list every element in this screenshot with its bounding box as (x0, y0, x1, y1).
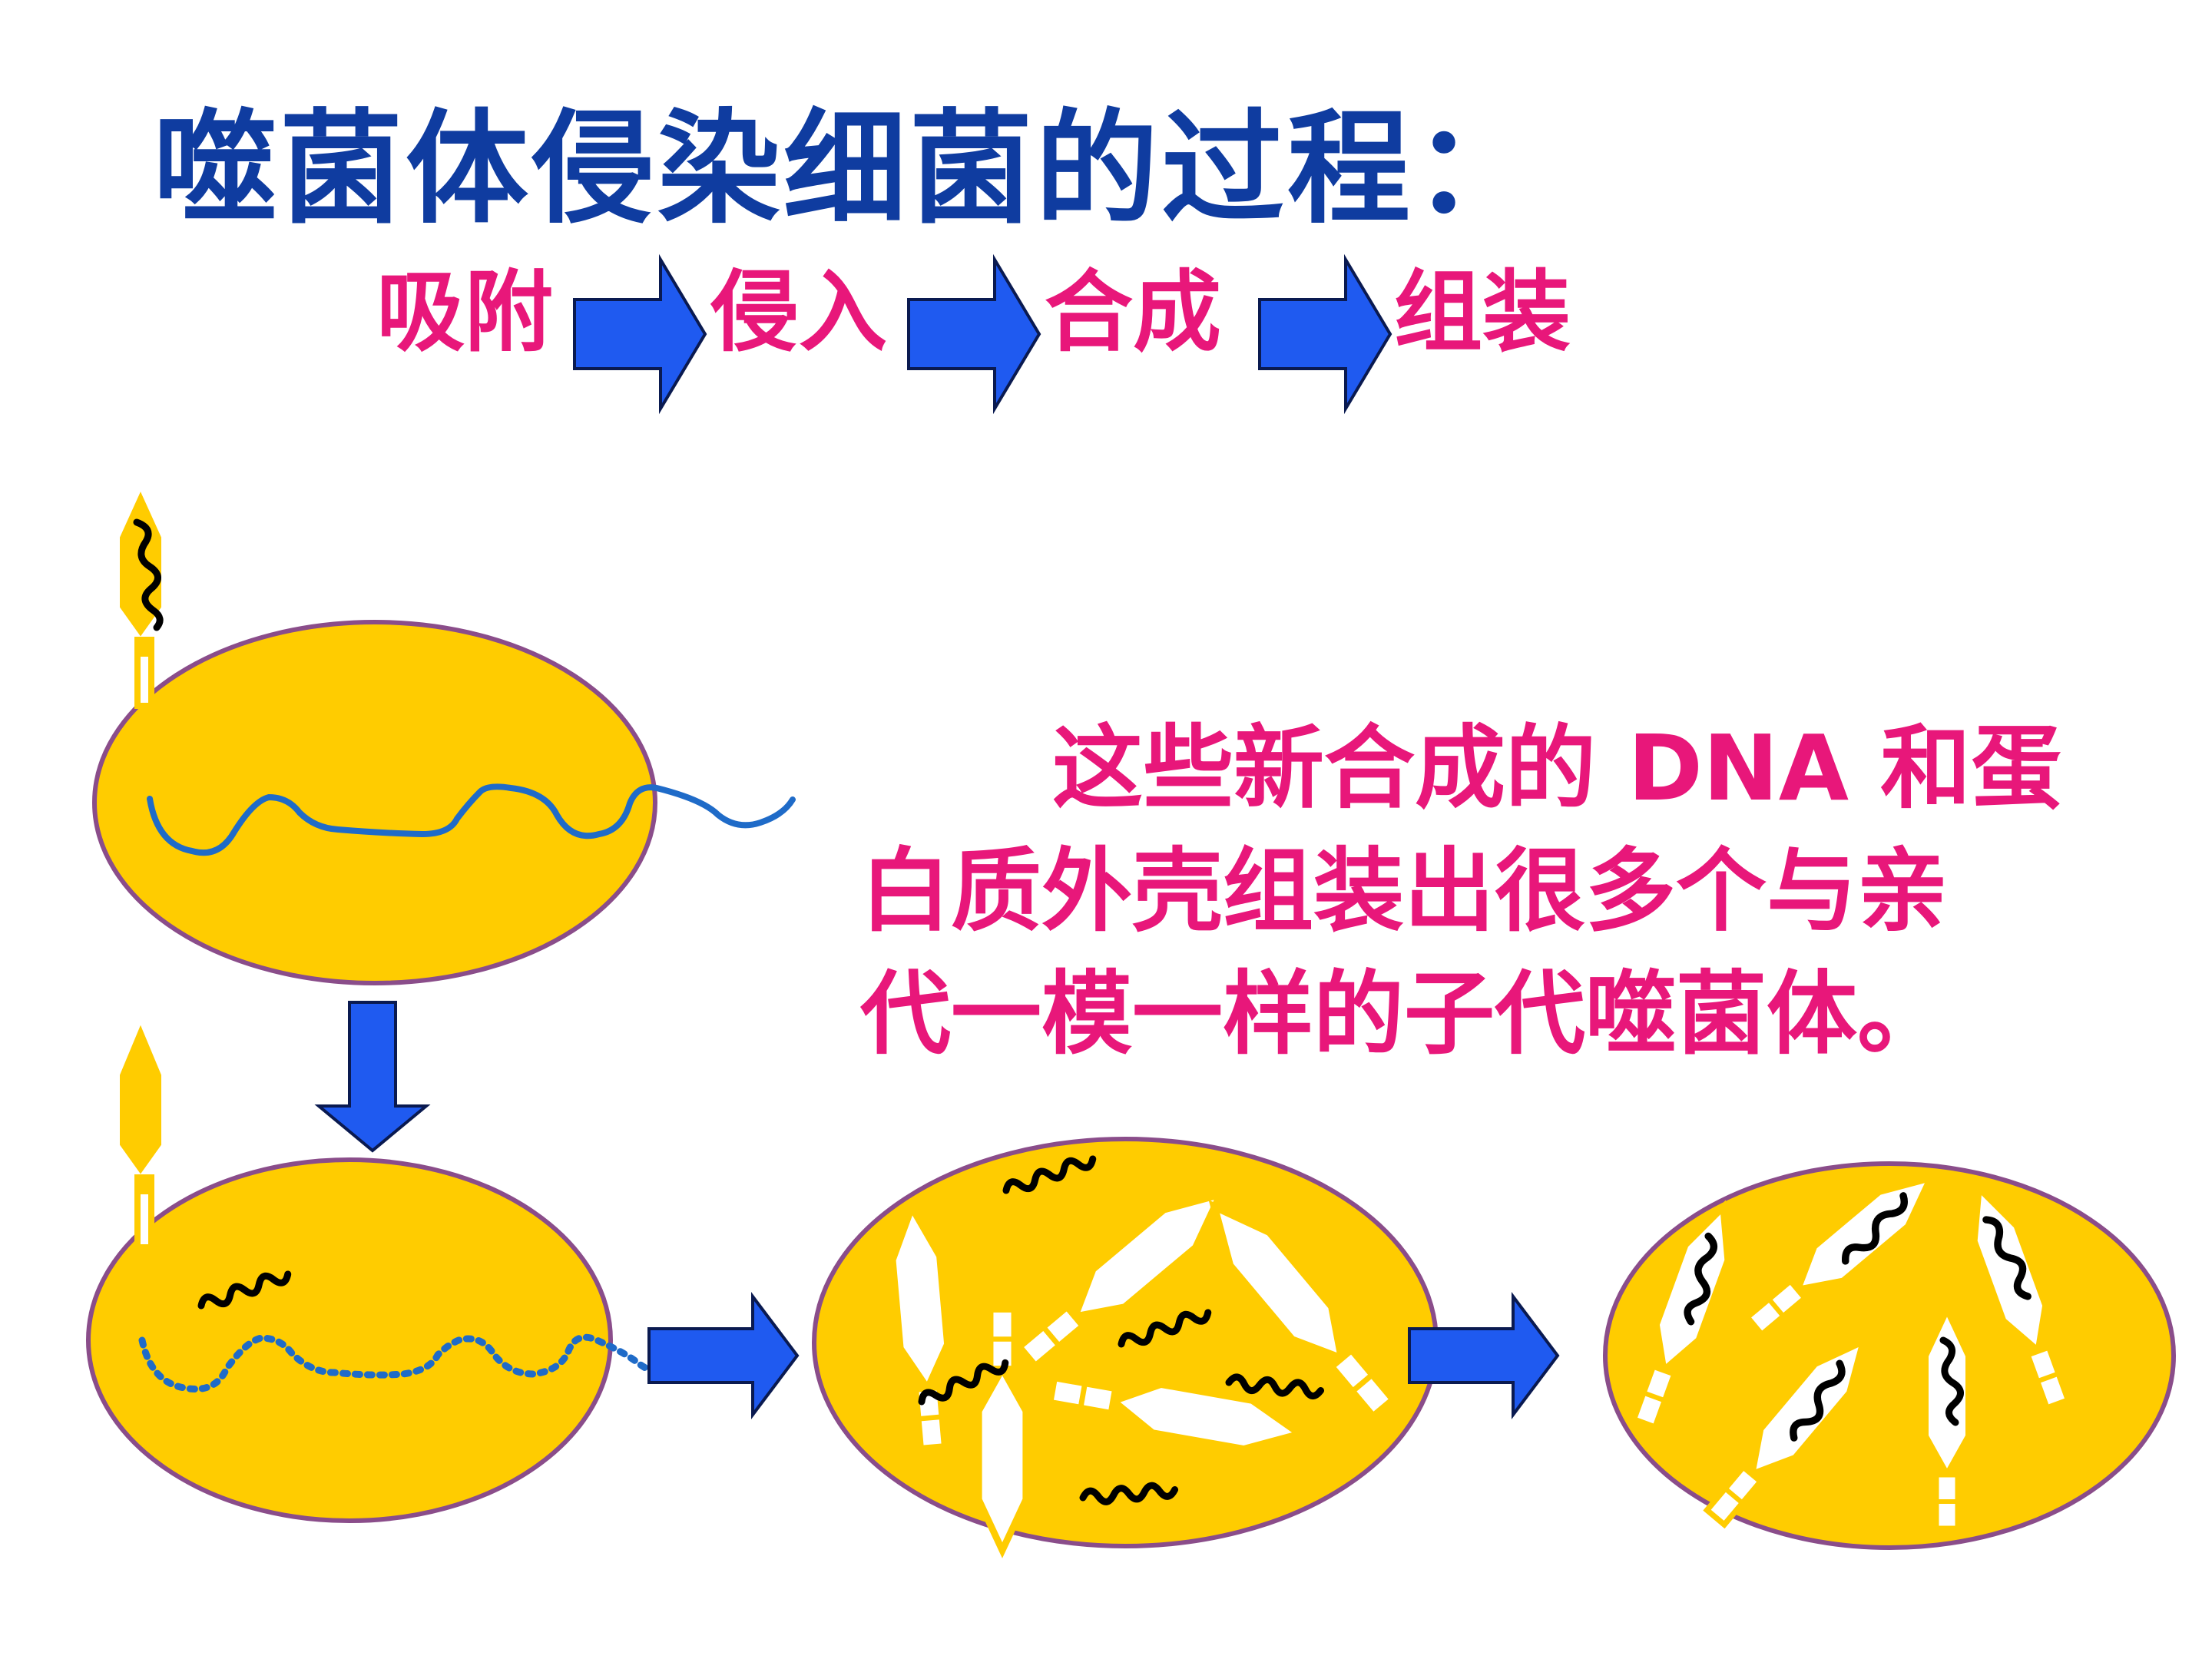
cell-assembly (1603, 1161, 2176, 1550)
page-title: 噬菌体侵染细菌的过程： (154, 97, 1540, 240)
cell-synthesis-components (812, 1137, 1439, 1551)
step-penetration: 侵入 (710, 261, 888, 364)
description-line-2: 白质外壳组装出很多个与亲 (860, 838, 1949, 944)
step-synthesis: 合成 (1045, 261, 1222, 364)
right-arrow-1 (647, 1292, 800, 1419)
cell-synthesis-start (86, 1157, 699, 1523)
phage-attached (120, 492, 164, 709)
description-line-3: 代一模一样的子代噬菌体。 (860, 961, 1949, 1067)
cell-injection (92, 620, 796, 985)
right-arrow-2 (1408, 1292, 1560, 1419)
empty-phage-coat (120, 1025, 161, 1253)
down-arrow (314, 1001, 431, 1153)
step-arrow-1 (573, 253, 707, 415)
description: 这些新合成的 DNA 和蛋 白质外壳组装出很多个与亲 代一模一样的子代噬菌体。 (860, 707, 2151, 1075)
step-assembly: 组装 (1394, 261, 1571, 364)
host-dna-degraded (138, 1333, 699, 1393)
host-dna-intact (147, 783, 796, 856)
step-arrow-3 (1258, 253, 1392, 415)
step-adsorption: 吸附 (376, 261, 554, 364)
description-line-1: 这些新合成的 DNA 和蛋 (1052, 715, 2062, 821)
step-arrow-2 (907, 253, 1041, 415)
